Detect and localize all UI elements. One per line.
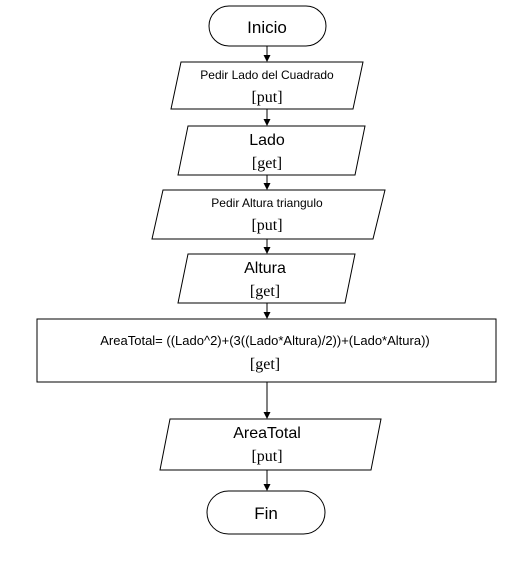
- output-areatotal-shape: [159, 418, 382, 471]
- process-areatotal-calc-label: AreaTotal= ((Lado^2)+(3((Lado*Altura)/2)…: [100, 333, 429, 348]
- output-areatotal: AreaTotal [put]: [159, 418, 382, 471]
- output-pedir-lado-tag: [put]: [251, 89, 282, 106]
- output-areatotal-tag: [put]: [251, 448, 282, 465]
- end-terminator: Fin: [206, 490, 326, 535]
- start-terminator: Inicio: [208, 5, 327, 47]
- input-lado: Lado [get]: [177, 125, 366, 176]
- output-pedir-altura-label: Pedir Altura triangulo: [211, 196, 323, 210]
- input-altura-shape: [177, 253, 356, 304]
- process-areatotal-calc: AreaTotal= ((Lado^2)+(3((Lado*Altura)/2)…: [36, 318, 497, 383]
- output-pedir-altura: Pedir Altura triangulo [put]: [151, 189, 386, 240]
- process-areatotal-calc-shape: [36, 318, 497, 383]
- input-lado-label: Lado: [249, 132, 285, 149]
- output-pedir-altura-tag: [put]: [251, 217, 282, 234]
- end-label: Fin: [254, 504, 278, 523]
- input-altura-tag: [get]: [250, 283, 280, 300]
- output-pedir-lado-label: Pedir Lado del Cuadrado: [200, 68, 334, 82]
- output-areatotal-label: AreaTotal: [233, 425, 301, 442]
- process-areatotal-calc-tag: [get]: [250, 356, 280, 373]
- output-pedir-lado: Pedir Lado del Cuadrado [put]: [170, 61, 364, 110]
- input-altura: Altura [get]: [177, 253, 356, 304]
- end-terminator-shape: [206, 490, 326, 535]
- start-terminator-shape: [208, 5, 327, 47]
- input-altura-label: Altura: [244, 260, 286, 277]
- output-pedir-altura-shape: [151, 189, 386, 240]
- input-lado-tag: [get]: [252, 155, 282, 172]
- output-pedir-lado-shape: [170, 61, 364, 110]
- input-lado-shape: [177, 125, 366, 176]
- start-label: Inicio: [247, 18, 287, 37]
